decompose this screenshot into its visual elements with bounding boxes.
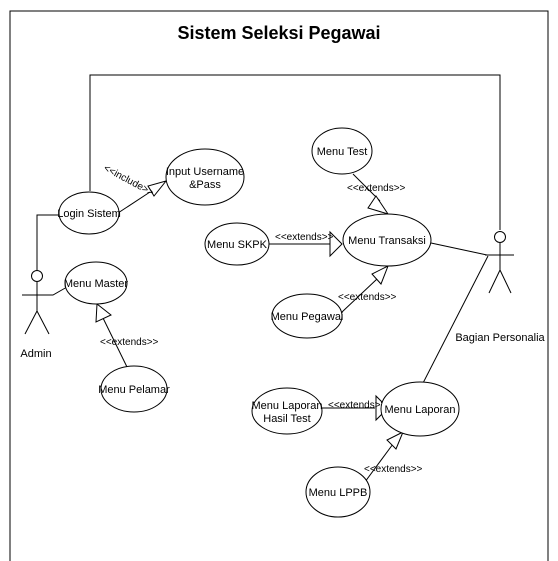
association-personalia-laporan xyxy=(420,255,489,388)
use-case-input-username[interactable]: Input Username &Pass xyxy=(165,148,245,206)
actor-bagian-personalia[interactable]: Bagian Personalia xyxy=(455,231,546,345)
use-case-menu-test[interactable]: Menu Test xyxy=(311,127,373,175)
use-case-menu-laporan-hasil-test[interactable]: Menu Laporan Hasil Test xyxy=(251,387,323,435)
association-admin-login xyxy=(36,214,60,270)
extends-pelamar-connector xyxy=(102,317,128,368)
use-case-input-username-line1: Input Username xyxy=(166,166,244,178)
extends-skpk-label: <<extends>> xyxy=(275,232,334,243)
extends-pegawai-label: <<extends>> xyxy=(338,292,397,303)
actor-personalia-head xyxy=(494,231,506,243)
actor-admin[interactable]: Admin xyxy=(20,270,53,361)
association-personalia-login xyxy=(89,74,501,230)
use-case-menu-lppb-label: Menu LPPB xyxy=(309,487,368,499)
association-personalia-transaksi xyxy=(430,242,488,256)
association-admin-master xyxy=(37,286,68,296)
connectors: <<include>> <<extends>> <<extends>> <<ex… xyxy=(95,163,423,491)
use-case-menu-transaksi[interactable]: Menu Transaksi xyxy=(342,213,432,267)
system-boundary xyxy=(9,10,549,561)
include-connector xyxy=(117,191,151,214)
extends-test-label: <<extends>> xyxy=(347,183,406,194)
actor-admin-head xyxy=(31,270,43,282)
extends-pelamar-label: <<extends>> xyxy=(100,337,159,348)
extends-pegawai-connector xyxy=(341,278,378,313)
use-case-menu-skpk-label: Menu SKPK xyxy=(207,239,268,251)
actor-personalia-label: Bagian Personalia xyxy=(455,332,545,344)
use-case-menu-pelamar-label: Menu Pelamar xyxy=(98,384,170,396)
extends-lppb-label: <<extends>> xyxy=(364,464,423,475)
use-case-menu-master-label: Menu Master xyxy=(64,278,129,290)
use-case-login-sistem-label: Login Sistem xyxy=(57,208,121,220)
associations xyxy=(36,74,501,388)
use-case-menu-laporan[interactable]: Menu Laporan xyxy=(380,381,460,437)
use-case-menu-skpk[interactable]: Menu SKPK xyxy=(204,222,270,266)
extends-pegawai-arrowhead xyxy=(371,264,389,285)
include-label: <<include>> xyxy=(102,163,156,199)
use-case-input-username-line2: &Pass xyxy=(189,179,221,191)
use-case-login-sistem[interactable]: Login Sistem xyxy=(57,191,121,235)
use-case-menu-lppb[interactable]: Menu LPPB xyxy=(305,466,371,518)
use-case-menu-pegawai[interactable]: Menu Pegawai xyxy=(271,293,344,339)
use-case-menu-transaksi-label: Menu Transaksi xyxy=(348,235,426,247)
use-case-menu-laporan-label: Menu Laporan xyxy=(385,404,456,416)
use-case-menu-laporan-hasil-line1: Menu Laporan xyxy=(252,400,323,412)
extends-laporan-hasil-label: <<extends>> xyxy=(328,400,387,411)
use-case-menu-pelamar[interactable]: Menu Pelamar xyxy=(98,365,170,413)
use-case-menu-test-label: Menu Test xyxy=(317,146,368,158)
extends-lppb-arrowhead xyxy=(386,430,404,450)
extends-skpk-arrowhead xyxy=(329,230,343,258)
use-case-menu-laporan-hasil-line2: Hasil Test xyxy=(263,413,310,425)
use-case-menu-master[interactable]: Menu Master xyxy=(64,261,129,305)
extends-pelamar-arrowhead xyxy=(95,303,112,323)
extends-test-arrowhead xyxy=(367,195,390,215)
include-arrowhead xyxy=(147,180,168,197)
actor-admin-label: Admin xyxy=(20,348,51,360)
use-case-menu-pegawai-label: Menu Pegawai xyxy=(271,311,344,323)
diagram-title: Sistem Seleksi Pegawai xyxy=(177,23,380,43)
